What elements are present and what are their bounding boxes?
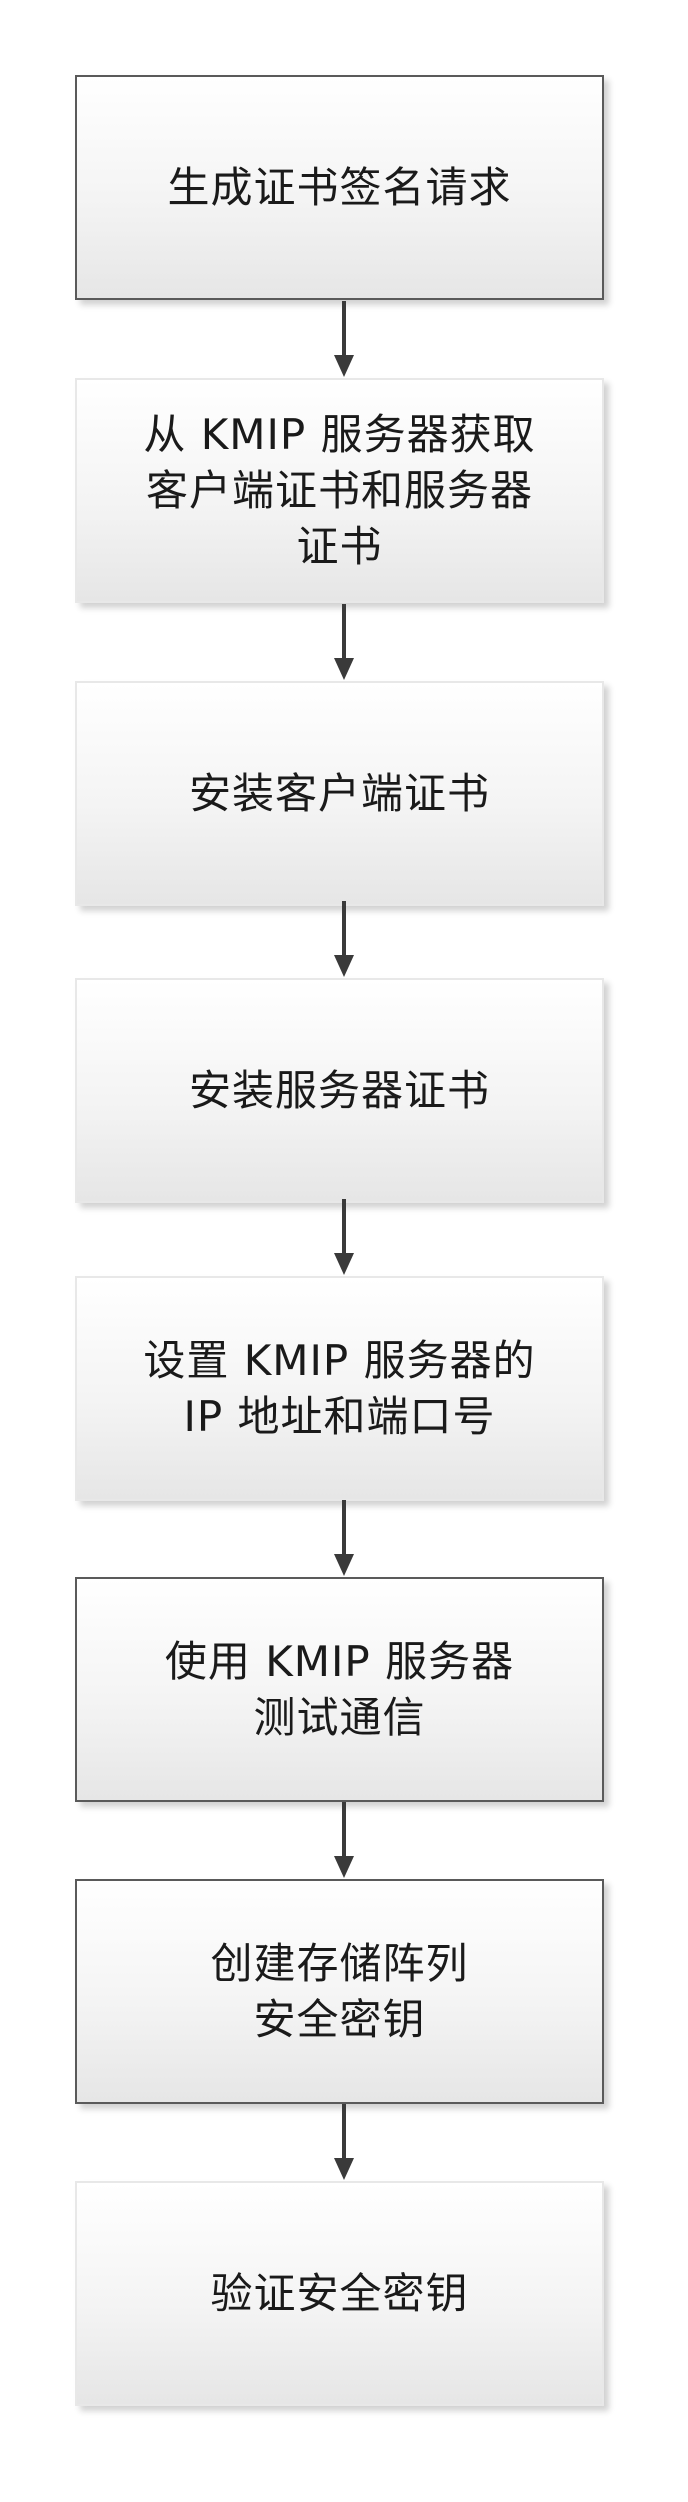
step-label: 安装服务器证书 [188,1065,490,1115]
step-label: 生成证书签名请求 [167,162,512,212]
flow-arrow [334,2104,354,2180]
flow-arrow [334,901,354,977]
step-box-set-ip-port: 设置 KMIP 服务器的 IP 地址和端口号 [75,1276,604,1501]
step-box-get-certificates: 从 KMIP 服务器获取 客户端证书和服务器 证书 [75,378,604,603]
flow-arrow [334,1802,354,1878]
step-box-install-client-cert: 安装客户端证书 [75,681,604,906]
step-box-verify-security-key: 验证安全密钥 [75,2181,604,2406]
flow-arrow [334,604,354,680]
step-label: 创建存储阵列 安全密钥 [210,1938,469,2044]
step-label: 从 KMIP 服务器获取 客户端证书和服务器 证书 [143,409,536,571]
flow-arrow [334,301,354,377]
flow-arrow [334,1199,354,1275]
step-box-generate-csr: 生成证书签名请求 [75,75,604,300]
flow-arrow [334,1500,354,1576]
step-label: 验证安全密钥 [210,2268,469,2318]
step-box-create-security-key: 创建存储阵列 安全密钥 [75,1879,604,2104]
step-box-test-communication: 使用 KMIP 服务器 测试通信 [75,1577,604,1802]
step-box-install-server-cert: 安装服务器证书 [75,978,604,1203]
step-label: 安装客户端证书 [188,768,490,818]
step-label: 设置 KMIP 服务器的 IP 地址和端口号 [143,1335,536,1441]
step-label: 使用 KMIP 服务器 测试通信 [164,1636,515,1742]
